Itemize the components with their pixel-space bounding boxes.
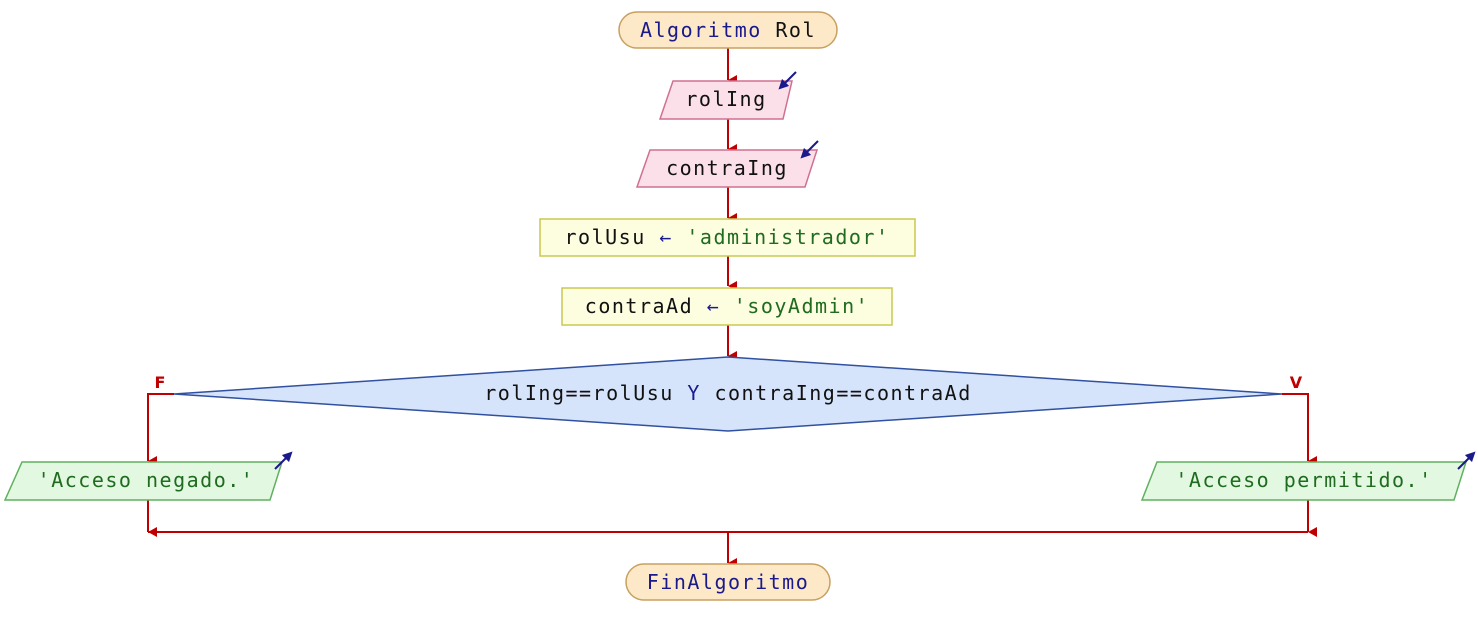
read-arrow-icon: [778, 71, 797, 90]
assign-operator: ←: [659, 225, 673, 249]
output-message: 'Acceso permitido.': [1175, 468, 1432, 492]
assign-operator: ←: [707, 294, 721, 318]
start-keyword: Algoritmo: [640, 18, 762, 42]
false-branch-label: F: [155, 373, 166, 392]
assign-var: rolUsu: [564, 225, 645, 249]
algorithm-name: Rol: [775, 18, 816, 42]
assignment-node-rolUsu: rolUsu ← 'administrador': [539, 218, 916, 257]
condition-right: contraIng==contraAd: [714, 381, 971, 405]
end-node: FinAlgoritmo: [625, 563, 831, 601]
true-branch-label: V: [1290, 373, 1303, 392]
assign-value: 'administrador': [686, 225, 889, 249]
output-node-denied: 'Acceso negado.': [3, 451, 293, 501]
svg-text:Algoritmo Rol: Algoritmo Rol: [640, 18, 816, 42]
decision-node: rolIng==rolUsu Y contraIng==contraAd F V: [155, 356, 1303, 432]
output-node-allowed: 'Acceso permitido.': [1140, 451, 1476, 501]
output-message: 'Acceso negado.': [38, 468, 255, 492]
arrow-decision-true-branch: [1282, 393, 1317, 466]
condition-left: rolIng==rolUsu: [484, 381, 674, 405]
input-var-label: contraIng: [666, 156, 788, 180]
svg-text:contraAd ← 'soyAdmin': contraAd ← 'soyAdmin': [585, 294, 869, 318]
assign-value: 'soyAdmin': [734, 294, 869, 318]
input-node-rolIng: rolIng: [658, 71, 797, 120]
write-arrow-icon: [1457, 451, 1476, 470]
assign-var: contraAd: [585, 294, 693, 318]
input-var-label: rolIng: [685, 87, 766, 111]
write-arrow-icon: [274, 451, 293, 470]
start-node: Algoritmo Rol: [618, 11, 838, 49]
connector-lines: [147, 48, 1317, 568]
assignment-node-contraAd: contraAd ← 'soyAdmin': [561, 287, 893, 326]
arrow-decision-false-branch: [147, 393, 174, 466]
input-node-contraIng: contraIng: [635, 140, 819, 188]
read-arrow-icon: [800, 140, 819, 159]
end-label: FinAlgoritmo: [647, 570, 810, 594]
svg-text:rolIng==rolUsu Y contraIng==co: rolIng==rolUsu Y contraIng==contraAd: [484, 381, 972, 405]
condition-operator: Y: [687, 381, 701, 405]
svg-text:rolUsu ← 'administrador': rolUsu ← 'administrador': [564, 225, 889, 249]
